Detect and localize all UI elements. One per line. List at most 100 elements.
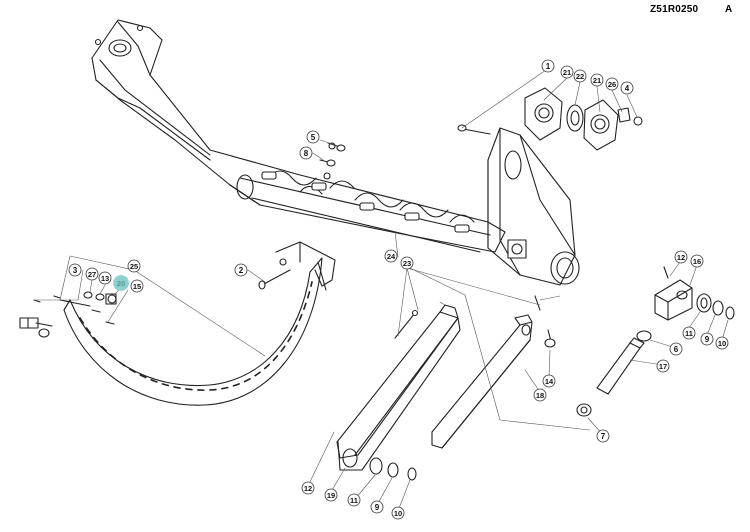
callout-24: 24 [384, 249, 398, 263]
callout-circle [690, 254, 704, 268]
callout-circle [674, 250, 688, 264]
callout-circle [682, 326, 696, 340]
callout-12: 12 [301, 481, 315, 495]
callout-label: 7 [601, 432, 606, 441]
callout-label: 18 [536, 391, 544, 400]
callout-label: 21 [563, 68, 571, 77]
auger-flights [261, 142, 475, 233]
callout-label: 22 [576, 72, 584, 81]
callout-circle [620, 81, 634, 95]
callout-label: 9 [705, 335, 710, 344]
callout-circle [573, 69, 587, 83]
callout-circle [370, 500, 384, 514]
callout-circle [85, 267, 99, 281]
telescopic-arm [336, 304, 461, 481]
callout-circle [127, 259, 141, 273]
callout-circle [542, 374, 556, 388]
callout-label: 25 [130, 262, 138, 271]
callout-label: 8 [304, 149, 309, 158]
callout-2: 2 [234, 263, 248, 277]
callout-circle [605, 77, 619, 91]
callout-label: 4 [625, 84, 630, 93]
callout-circle [715, 336, 729, 350]
lower-arm [431, 295, 556, 449]
callout-label: 1 [546, 62, 551, 71]
bolts-upper [319, 142, 346, 167]
callout-18: 18 [533, 388, 547, 402]
callout-label: 13 [101, 274, 109, 283]
callout-3: 3 [68, 263, 82, 277]
callout-circle [700, 332, 714, 346]
callout-15: 15 [130, 279, 144, 293]
auger-frame [91, 19, 506, 253]
callout-label: 19 [327, 491, 335, 500]
drive-shaft [576, 330, 652, 417]
callout-label: 5 [311, 133, 316, 142]
callout-label: 27 [88, 270, 96, 279]
bolt-2 [261, 269, 291, 286]
callout-21: 21 [590, 73, 604, 87]
callout-10: 10 [391, 506, 405, 520]
callout-circle [541, 59, 555, 73]
callout-circle [533, 388, 547, 402]
callout-12: 12 [674, 250, 688, 264]
callout-label: 10 [718, 339, 726, 348]
callout-circle [98, 271, 112, 285]
callout-10: 10 [715, 336, 729, 350]
bearing-block [654, 266, 735, 321]
callout-circle [656, 359, 670, 373]
callout-label: 11 [350, 496, 358, 505]
callout-4: 4 [620, 81, 634, 95]
callout-circle [324, 488, 338, 502]
callout-23: 23 [400, 256, 414, 270]
callout-label: 16 [693, 257, 701, 266]
callout-5: 5 [306, 130, 320, 144]
callout-label: 3 [73, 266, 78, 275]
callout-27: 27 [85, 267, 99, 281]
callout-label: 14 [545, 377, 554, 386]
callout-label: 12 [304, 484, 312, 493]
callout-label: 9 [375, 503, 380, 512]
callout-circle [400, 256, 414, 270]
callout-label: 26 [608, 80, 616, 89]
callout-label: 2 [239, 266, 244, 275]
callout-circle [347, 493, 361, 507]
callout-label: 12 [677, 253, 685, 262]
callout-label: 20 [117, 279, 125, 288]
callout-8: 8 [299, 146, 313, 160]
bearing-flanges [457, 87, 643, 151]
gearbox-housing [487, 127, 580, 286]
callout-14: 14 [542, 374, 556, 388]
callout-circle [301, 481, 315, 495]
callout-circle [590, 73, 604, 87]
curved-guard [63, 241, 336, 406]
callout-circle [560, 65, 574, 79]
callout-circle [596, 429, 610, 443]
callout-circle [306, 130, 320, 144]
callout-circle [68, 263, 82, 277]
callout-circle [299, 146, 313, 160]
callout-circle [234, 263, 248, 277]
callout-13: 13 [98, 271, 112, 285]
callout-25: 25 [127, 259, 141, 273]
callout-17: 17 [656, 359, 670, 373]
callout-7: 7 [596, 429, 610, 443]
callout-circle [130, 279, 144, 293]
left-hardware [19, 291, 117, 338]
callout-label: 10 [394, 509, 402, 518]
callout-9: 9 [370, 500, 384, 514]
callout-circle [391, 506, 405, 520]
callout-22: 22 [573, 69, 587, 83]
callout-label: 24 [387, 252, 396, 261]
callout-9: 9 [700, 332, 714, 346]
callout-11: 11 [682, 326, 696, 340]
callout-circle [669, 342, 683, 356]
callout-label: 23 [403, 259, 411, 268]
callout-1: 1 [541, 59, 555, 73]
frame-bearing [108, 39, 132, 57]
callout-label: 6 [674, 345, 679, 354]
callout-label: 21 [593, 76, 601, 85]
callout-21: 21 [560, 65, 574, 79]
